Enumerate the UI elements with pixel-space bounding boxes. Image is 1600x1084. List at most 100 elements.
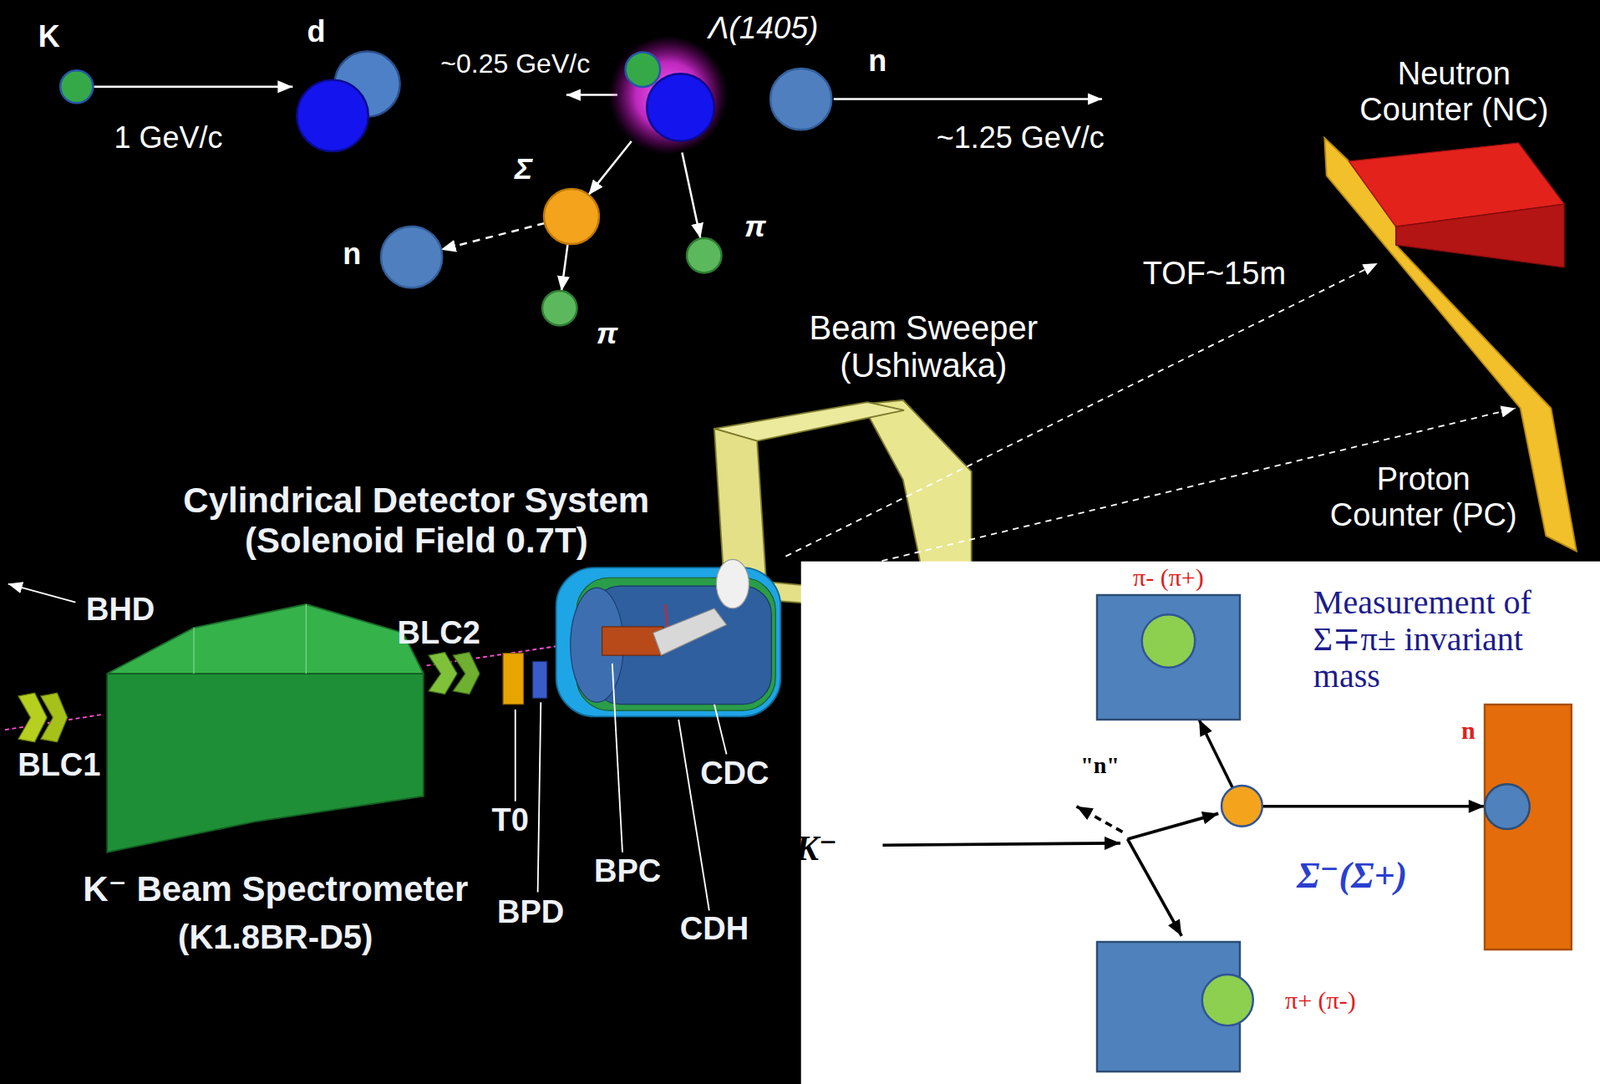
bpd-counter: [533, 660, 548, 698]
particle-label: K⁻: [795, 826, 838, 868]
track-arrow: [93, 86, 293, 89]
target: [602, 626, 664, 656]
note-text: Measurement of Σ∓π± invariant mass: [1313, 584, 1556, 695]
particle-label: Λ(1405): [708, 10, 819, 46]
detector-label: Beam Sweeper (Ushiwaka): [797, 309, 1049, 385]
particle-label: π+ (π-): [1285, 985, 1357, 1015]
part-name: T0: [491, 801, 529, 838]
neutron-particle: n: [770, 68, 832, 130]
particle-disc: [1142, 614, 1196, 668]
particle-disc: [609, 35, 728, 155]
momentum-label: ~1.25 GeV/c: [936, 120, 1105, 156]
particle-label: K: [38, 19, 61, 55]
chamber-blc2: [428, 651, 458, 694]
neutron-particle: n: [380, 226, 442, 288]
node-outline: [1484, 704, 1572, 950]
detector-label: Neutron Counter (NC): [1353, 55, 1555, 128]
track-arrow: [588, 141, 631, 195]
leader-line: [514, 709, 517, 802]
leader-line: [612, 663, 623, 853]
momentum-label: ~0.25 GeV/c: [440, 47, 590, 79]
particle-label: n: [868, 43, 887, 79]
node-outline: [542, 290, 578, 326]
particle-label: n: [1461, 716, 1476, 745]
node-outline: [686, 238, 722, 274]
node-outline: [1221, 785, 1263, 827]
node-outline: [543, 188, 600, 244]
leader-arrow: [8, 584, 77, 603]
track-arrow: [1262, 804, 1485, 808]
sigma-particle: Σ⁻(Σ+): [1221, 785, 1263, 827]
node-outline: [380, 226, 442, 288]
node-outline: [609, 35, 728, 155]
pion-particle: π: [686, 238, 722, 274]
spectrometer-magnet: [106, 673, 424, 853]
particle-disc: [296, 79, 368, 151]
pion-particle: π: [542, 290, 578, 326]
particle-label: π: [596, 315, 619, 351]
particle-disc: [380, 226, 442, 288]
neutron-detector-box: n: [1484, 704, 1572, 950]
deuteron-particle: d: [290, 49, 403, 152]
track-arrow: [1198, 719, 1233, 788]
leader-line: [678, 719, 710, 910]
leader-line: [538, 701, 542, 892]
part-name: BPD: [497, 893, 564, 930]
pion-detector-box: π- (π+): [1097, 594, 1240, 720]
chamber-blc2: [452, 651, 480, 694]
track-arrow: [1127, 838, 1183, 936]
sigma-particle: Σ: [543, 188, 600, 244]
part-name: BLC1: [17, 746, 101, 783]
node-outline: [290, 49, 403, 152]
particle-disc: [60, 70, 93, 103]
particle-disc: [542, 290, 578, 326]
connector-group: [93, 86, 1485, 807]
node-outline: [59, 69, 95, 105]
particle-disc: [1484, 783, 1530, 829]
node-outline: [1097, 941, 1240, 1072]
track-arrow: [561, 243, 569, 292]
cds-drift-chamber: [591, 585, 772, 705]
particle-disc: [646, 73, 715, 142]
particle-label: π- (π+): [1132, 563, 1204, 592]
particle-disc: [770, 68, 832, 130]
particle-disc: [1221, 785, 1263, 827]
beam-pipe-flange: [716, 558, 749, 609]
particle-disc: [686, 238, 722, 274]
detector-label: K⁻ Beam Spectrometer: [82, 867, 468, 909]
chamber-blc1: [40, 692, 68, 742]
particle-disc: [1202, 974, 1254, 1026]
particle-label: π: [744, 208, 767, 244]
particle-label: "n": [1080, 751, 1120, 779]
particle-disc: [543, 188, 600, 244]
momentum-arrow: [833, 97, 1103, 100]
part-name: BLC2: [397, 614, 481, 651]
chamber-blc1: [18, 692, 47, 742]
missing-neutron-arrow: [1076, 806, 1123, 833]
particle-label: Σ⁻(Σ+): [1296, 853, 1407, 897]
t0-counter: [502, 653, 524, 705]
particle-label: n: [342, 236, 361, 272]
distance-label: TOF~15m: [1142, 255, 1286, 292]
particle-label: d: [307, 14, 326, 50]
part-name: BHD: [86, 591, 155, 628]
detector-block: [1484, 704, 1572, 950]
track-arrow: [441, 223, 545, 250]
magnet-edge: [305, 604, 307, 674]
node-outline: [770, 68, 832, 130]
detector-label: Cylindrical Detector System (Solenoid Fi…: [157, 480, 676, 561]
sweeper-magnet: [714, 401, 905, 441]
beam-pipe: [653, 608, 727, 656]
neutron-counter: [1396, 203, 1565, 268]
part-name: CDH: [680, 910, 749, 947]
momentum-label: 1 GeV/c: [113, 120, 223, 156]
particle-label: Σ: [514, 151, 533, 187]
kaon-particle: K: [59, 69, 95, 105]
part-name: BPC: [594, 852, 661, 889]
beam-arrow: [882, 843, 1121, 845]
track-arrow: [681, 152, 701, 239]
detector-label: (K1.8BR-D5): [177, 918, 373, 956]
particle-disc: [625, 51, 661, 87]
detector-label: Proton Counter (PC): [1323, 461, 1524, 534]
